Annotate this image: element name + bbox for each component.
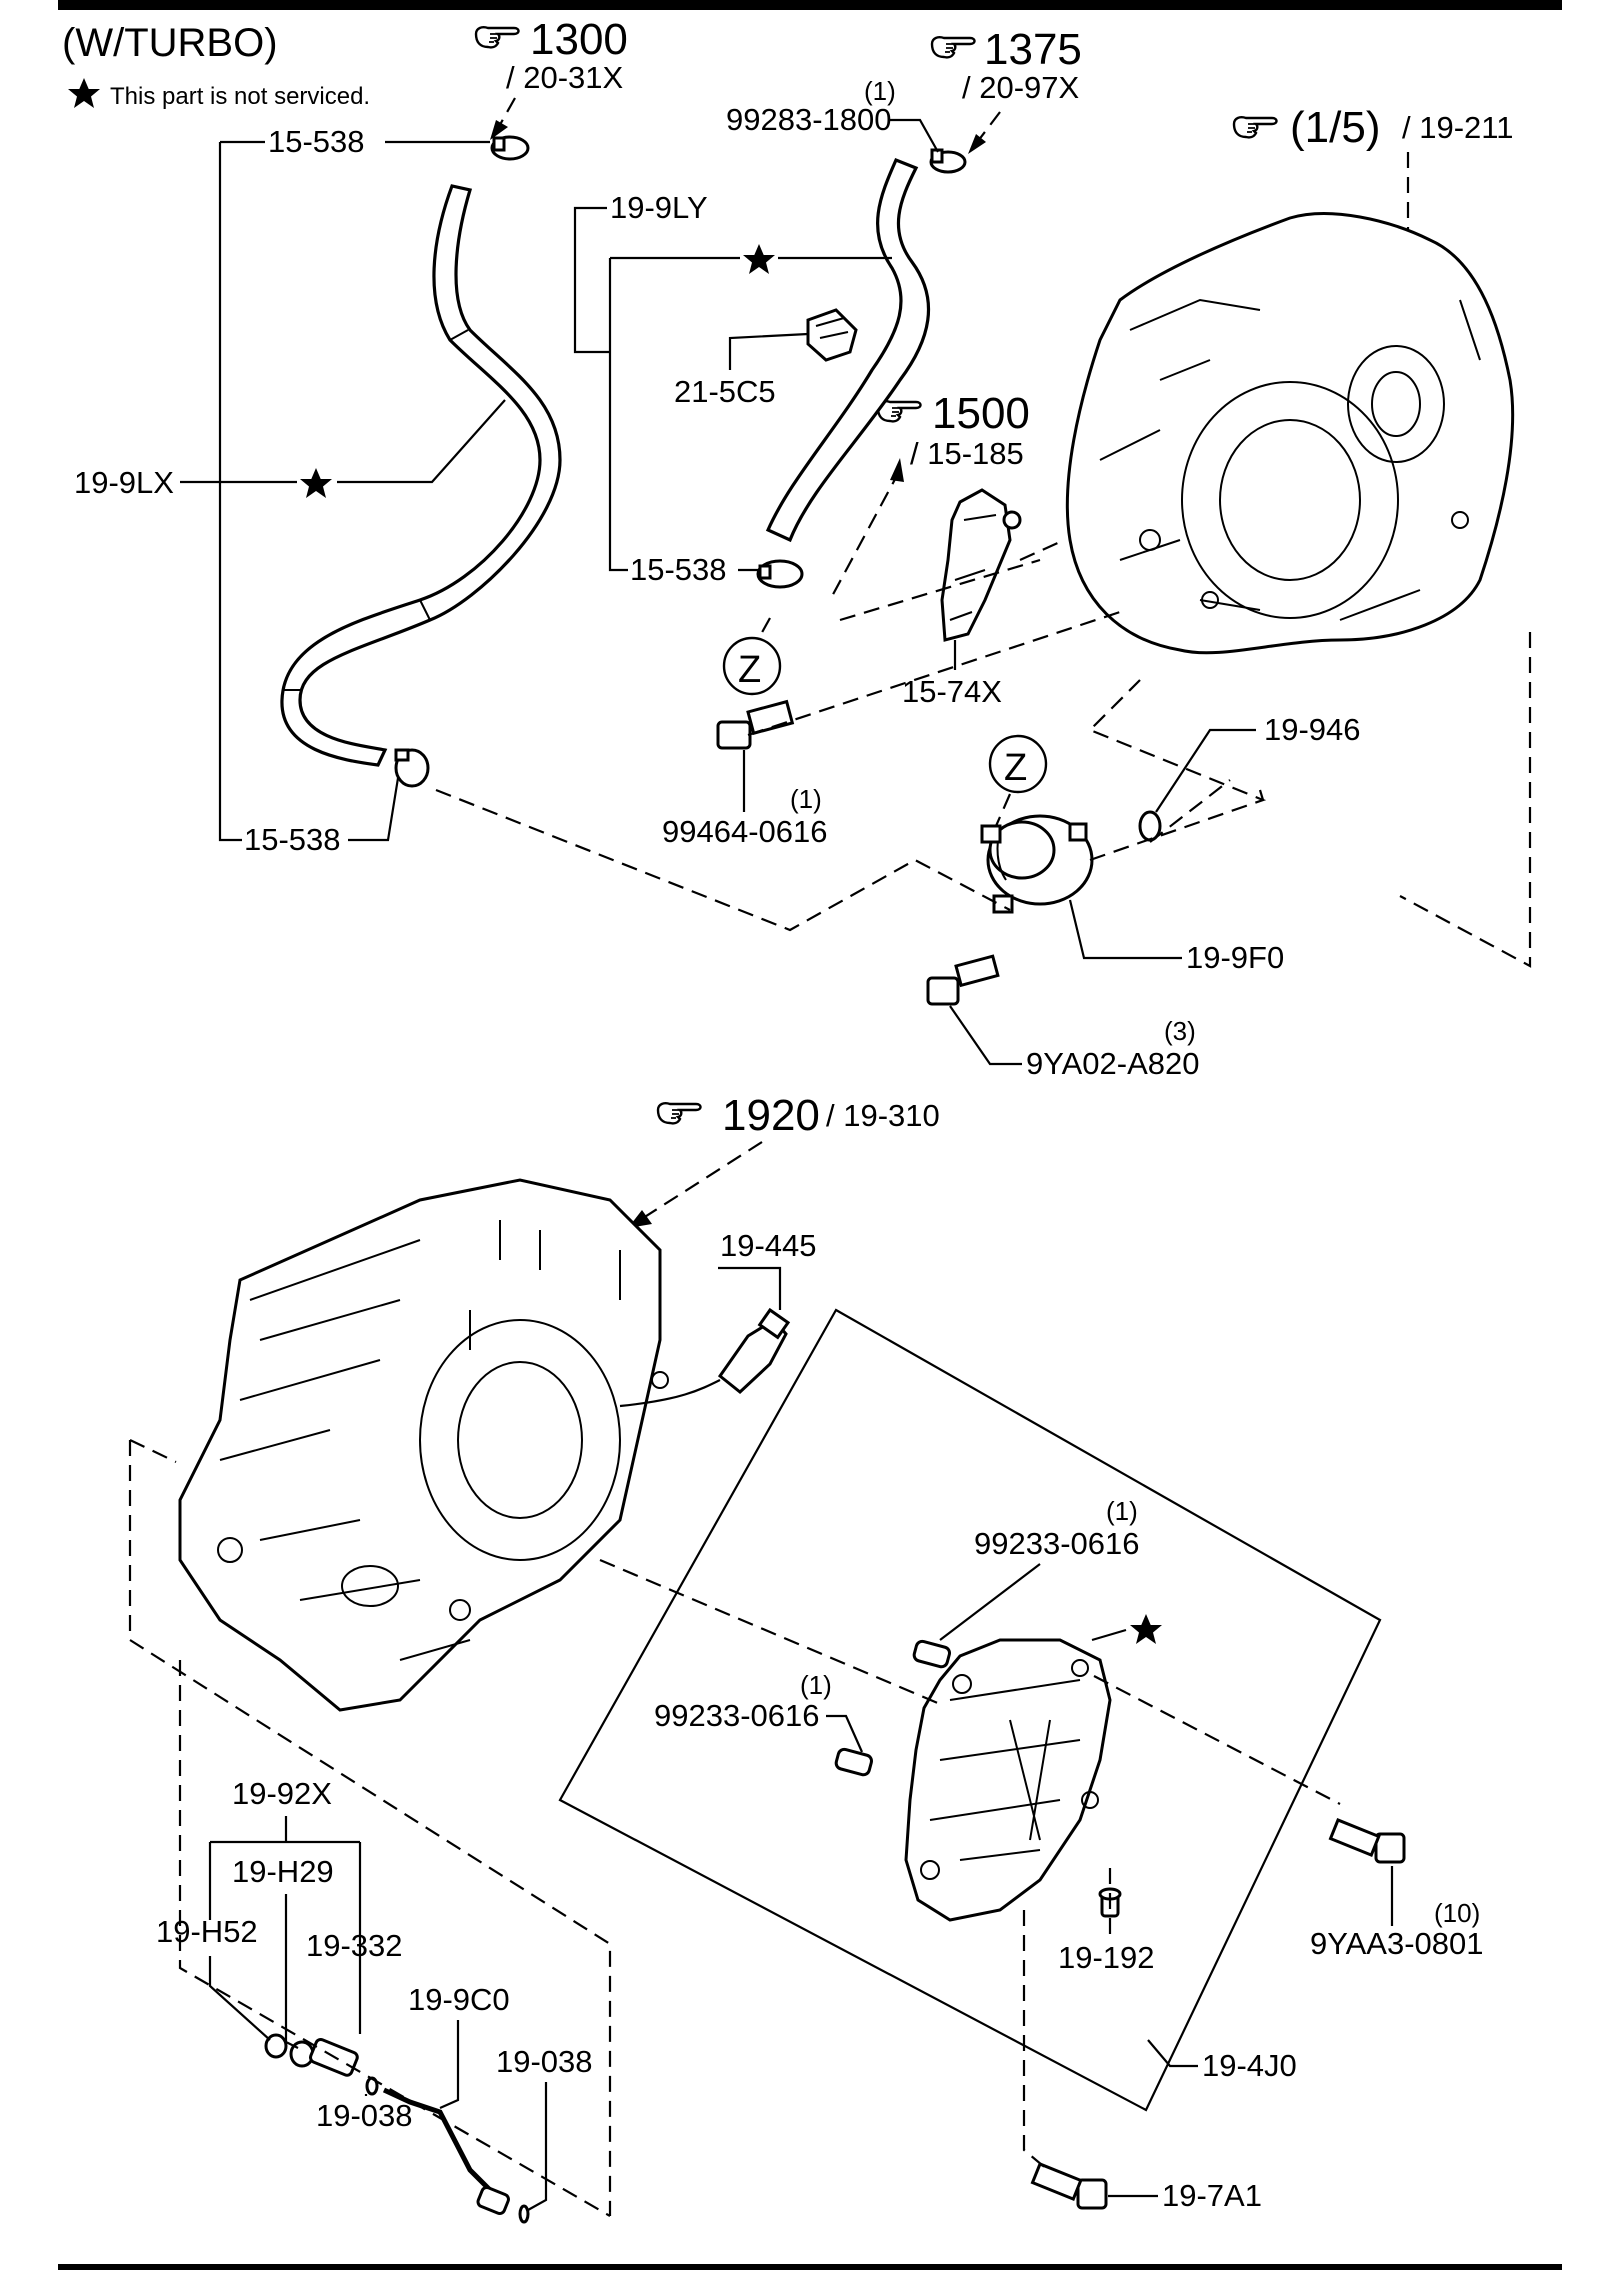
label-9yaa3-0801: 9YAA3-0801	[1310, 1926, 1484, 1961]
label-15-538-top: 15-538	[268, 124, 365, 159]
label-19-7a1: 19-7A1	[1162, 2178, 1262, 2213]
ref-marker-z-1: Z	[722, 636, 782, 696]
qty-99464-0616: (1)	[790, 784, 822, 814]
transaxle-case-lower	[178, 1178, 669, 1712]
bolt-9yaa3-0801	[1328, 1818, 1406, 1864]
bolt-19-7a1	[1030, 2162, 1108, 2210]
label-19-h52: 19-H52	[156, 1914, 258, 1949]
label-19-332: 19-332	[306, 1928, 403, 1963]
cover-19-4j0	[904, 1638, 1112, 1922]
pin-99233-0616-a	[912, 1639, 951, 1669]
label-19-9ly: 19-9LY	[610, 190, 708, 225]
label-15-538-right: 15-538	[630, 552, 727, 587]
ref-1300[interactable]: 1300 / 20-31X	[474, 15, 628, 95]
star-icon	[68, 78, 100, 108]
label-19-92x: 19-92X	[232, 1776, 332, 1811]
ref-1375[interactable]: 1375 / 20-97X	[930, 25, 1082, 105]
qty-99233-0616-left: (1)	[800, 1670, 832, 1700]
ref-1300-sub: / 20-31X	[506, 60, 624, 95]
bolt-9ya02-a820	[926, 954, 1000, 1006]
hose-clamp-bottom	[394, 748, 430, 788]
hose-19-9lx	[280, 184, 562, 767]
qty-9yaa3-0801: (10)	[1434, 1898, 1480, 1928]
label-99464-0616: 99464-0616	[662, 814, 828, 849]
label-19-9c0: 19-9C0	[408, 1982, 510, 2017]
label-19-h29: 19-H29	[232, 1854, 334, 1889]
star-icon	[743, 244, 775, 274]
label-99283-1800: 99283-1800	[726, 102, 892, 137]
label-19-9lx: 19-9LX	[74, 465, 174, 500]
label-19-038-right: 19-038	[496, 2044, 593, 2079]
qty-99283-1800: (1)	[864, 76, 896, 106]
label-99233-0616-left: 99233-0616	[654, 1698, 820, 1733]
label-9ya02-a820: 9YA02-A820	[1026, 1046, 1200, 1081]
hose-clamp-lower-right	[756, 559, 804, 589]
o-ring-19-h52	[264, 2033, 288, 2059]
label-19-192: 19-192	[1058, 1940, 1155, 1975]
pointing-hand-icon	[656, 1102, 702, 1125]
bolt-99464-0616	[716, 699, 795, 750]
ref-1375-number: 1375	[984, 25, 1082, 74]
ref-1920-sub: / 19-310	[826, 1098, 940, 1133]
bracket-15-74x	[940, 488, 1022, 642]
pointing-hand-icon	[930, 36, 976, 59]
ref-1300-number: 1300	[530, 15, 628, 64]
label-19-038-left: 19-038	[316, 2098, 413, 2133]
pointing-hand-icon	[474, 26, 520, 49]
label-99233-0616-top: 99233-0616	[974, 1526, 1140, 1561]
clip-21-5c5	[806, 308, 858, 362]
qty-99233-0616-top: (1)	[1106, 1496, 1138, 1526]
not-serviced-note: This part is not serviced.	[110, 83, 370, 110]
transaxle-housing-upper	[1065, 212, 1515, 655]
o-ring-19-038-b	[518, 2204, 530, 2224]
ref-1-5-sub: / 19-211	[1402, 110, 1513, 145]
pointing-hand-icon	[1232, 116, 1278, 139]
svg-text:Z: Z	[1004, 747, 1027, 789]
label-19-445: 19-445	[720, 1228, 817, 1263]
ref-1500[interactable]: 1500 / 15-185	[876, 389, 1030, 471]
label-19-9f0: 19-9F0	[1186, 940, 1284, 975]
star-icon	[1130, 1614, 1162, 1644]
ref-marker-z-2: Z	[988, 734, 1048, 794]
label-19-946: 19-946	[1264, 712, 1361, 747]
ref-1920[interactable]: 1920 / 19-310	[656, 1091, 940, 1140]
bottom-border	[58, 2264, 1562, 2270]
ref-1-5-number: (1/5)	[1290, 103, 1380, 152]
ref-1500-sub: / 15-185	[910, 436, 1024, 471]
label-15-538-bottom: 15-538	[244, 822, 341, 857]
label-15-74x: 15-74X	[902, 674, 1002, 709]
page-title: (W/TURBO)	[62, 21, 278, 65]
speed-sensor-19-9c0	[382, 2087, 510, 2216]
ref-1500-number: 1500	[932, 389, 1030, 438]
oil-cooler-19-9f0	[980, 814, 1094, 914]
ref-1-5[interactable]: (1/5) / 19-211	[1232, 103, 1513, 152]
star-icon	[300, 468, 332, 498]
hose-clamp-upper-right	[929, 148, 967, 174]
label-21-5c5: 21-5C5	[674, 374, 776, 409]
top-border	[58, 0, 1562, 10]
pin-99233-0616-b	[834, 1747, 873, 1777]
label-19-4j0: 19-4J0	[1202, 2048, 1297, 2083]
ref-1375-sub: / 20-97X	[962, 70, 1080, 105]
hose-clamp-top	[490, 135, 530, 161]
hose-19-9ly	[765, 157, 931, 543]
svg-text:Z: Z	[738, 649, 761, 691]
qty-9ya02-a820: (3)	[1164, 1016, 1196, 1046]
sensor-19-445	[619, 1307, 791, 1408]
ref-1920-number: 1920	[722, 1091, 820, 1140]
